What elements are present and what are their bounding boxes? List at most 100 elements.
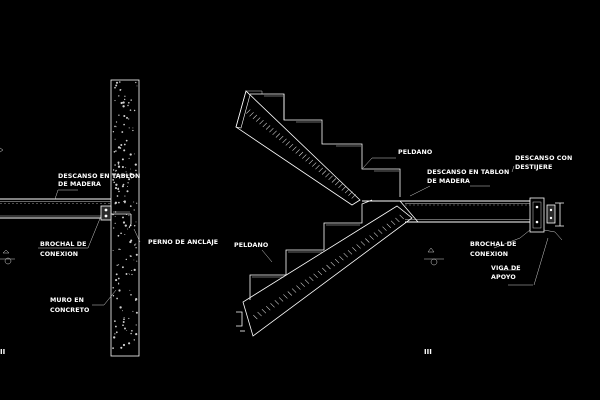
stringer-hatch-line xyxy=(257,311,262,317)
stringer-hatch-line xyxy=(249,112,254,117)
leader-lines-left xyxy=(38,174,141,306)
stringer-hatch-line xyxy=(274,300,279,305)
concrete-aggregate-dot xyxy=(120,346,123,349)
concrete-aggregate-dot xyxy=(117,234,120,237)
concrete-aggregate-dot xyxy=(114,203,116,205)
support-beam-symbol xyxy=(508,237,549,286)
concrete-aggregate-dot xyxy=(128,215,130,217)
concrete-aggregate-dot xyxy=(128,127,130,129)
stringer-hatch-line xyxy=(304,279,310,284)
stringer-hatch-line xyxy=(328,175,333,180)
stringer-hatch-line xyxy=(253,314,258,320)
stringer-hatch-line xyxy=(369,235,374,240)
concrete-aggregate-dot xyxy=(114,177,116,179)
concrete-aggregate-dot xyxy=(115,273,118,276)
concrete-aggregate-dot xyxy=(117,146,121,149)
stringer-hatch-line xyxy=(378,229,383,234)
stringer-hatch-line xyxy=(322,267,327,273)
concrete-aggregate-dot xyxy=(114,86,116,89)
concrete-aggregate-dot xyxy=(114,222,116,224)
concrete-aggregate-dot xyxy=(131,174,133,176)
concrete-aggregate-dot xyxy=(125,258,128,261)
stringer-hatch-line xyxy=(269,128,274,133)
concrete-aggregate-dot xyxy=(135,221,137,223)
stringer-hatch-line xyxy=(308,159,314,165)
concrete-aggregate-dot xyxy=(115,126,117,128)
concrete-aggregate-dot xyxy=(127,228,129,230)
concrete-aggregate-dot xyxy=(114,320,116,322)
concrete-aggregate-dot xyxy=(133,339,136,341)
stringer-hatch-line xyxy=(334,258,340,264)
stringer-hatch-line xyxy=(256,117,261,122)
concrete-aggregate-dot xyxy=(132,129,134,132)
concrete-aggregate-dot xyxy=(124,234,126,235)
concrete-aggregate-dot xyxy=(119,81,121,83)
concrete-aggregate-dot xyxy=(120,101,123,105)
stringer-hatch-line xyxy=(341,186,346,191)
concrete-aggregate-dot xyxy=(129,172,132,176)
concrete-aggregate-dot xyxy=(112,179,115,181)
concrete-aggregate-dot xyxy=(123,123,125,126)
concrete-aggregate-dot xyxy=(133,209,135,211)
lower-stair-stringer xyxy=(242,205,413,337)
concrete-aggregate-dot xyxy=(114,216,116,218)
concrete-aggregate-dot xyxy=(118,289,121,292)
left-edge-break xyxy=(0,147,15,265)
stringer-hatch-line xyxy=(315,165,320,170)
concrete-aggregate-dot xyxy=(133,224,136,227)
concrete-aggregate-dot xyxy=(123,200,125,203)
concrete-aggregate-dot xyxy=(112,250,114,251)
concrete-aggregate-dot xyxy=(112,286,114,289)
stringer-hatch-line xyxy=(399,214,404,220)
concrete-aggregate-dot xyxy=(114,187,118,190)
stringer-hatch-line xyxy=(287,291,292,296)
label-anchor-bolt: PERNO DE ANCLAJE xyxy=(148,239,218,246)
concrete-aggregate-dot xyxy=(123,318,125,321)
concrete-aggregate-dot xyxy=(124,98,126,101)
concrete-aggregate-dot xyxy=(123,114,126,118)
sheet-mark-left: II xyxy=(0,348,5,356)
concrete-aggregate-dot xyxy=(135,243,137,245)
concrete-aggregate-dot xyxy=(120,89,122,90)
concrete-aggregate-dot xyxy=(133,175,135,177)
concrete-aggregate-dot xyxy=(118,95,120,97)
concrete-aggregate-dot xyxy=(130,294,132,296)
concrete-aggregate-dot xyxy=(135,333,138,336)
stringer-hatch-line xyxy=(347,250,353,255)
stringer-hatch-line xyxy=(335,180,340,186)
concrete-aggregate-dot xyxy=(130,239,133,242)
stringer-hatch-line xyxy=(356,244,361,249)
stringer-hatch-line xyxy=(317,270,323,276)
concrete-aggregate-dot xyxy=(122,321,125,323)
stringer-hatch-line xyxy=(312,162,317,167)
stringer-hatch-line xyxy=(298,151,304,157)
concrete-aggregate-dot xyxy=(132,127,134,129)
concrete-aggregate-dot xyxy=(128,118,130,120)
stringer-hatch-line xyxy=(261,309,267,314)
stringer-hatch-line xyxy=(272,130,277,135)
concrete-aggregate-dot xyxy=(114,325,117,328)
upper-stair-treads xyxy=(250,93,401,197)
concrete-aggregate-dot xyxy=(122,216,124,219)
concrete-aggregate-dot xyxy=(115,183,118,186)
concrete-aggregate-dot xyxy=(135,298,138,301)
concrete-aggregate-dot xyxy=(122,324,124,327)
concrete-aggregate-dot xyxy=(135,247,137,249)
concrete-aggregate-dot xyxy=(120,232,122,235)
stringer-hatch-line xyxy=(283,294,288,299)
stringer-hatch-line xyxy=(373,232,379,237)
concrete-aggregate-dot xyxy=(126,330,128,331)
leader-lines-right xyxy=(261,157,531,271)
concrete-aggregate-dot xyxy=(117,163,120,165)
label-landing-unloading: DESCANSO CON DESTIJERE xyxy=(515,155,575,171)
concrete-aggregate-dot xyxy=(114,138,116,140)
stringer-hatch-line xyxy=(338,183,343,188)
concrete-aggregate-dot xyxy=(115,169,117,172)
concrete-aggregate-dot xyxy=(118,114,120,116)
concrete-aggregate-dot xyxy=(131,273,133,276)
concrete-aggregate-dot xyxy=(112,131,115,133)
concrete-aggregate-dot xyxy=(125,139,128,142)
concrete-aggregate-dot xyxy=(117,277,120,280)
concrete-aggregate-dot xyxy=(135,169,137,172)
